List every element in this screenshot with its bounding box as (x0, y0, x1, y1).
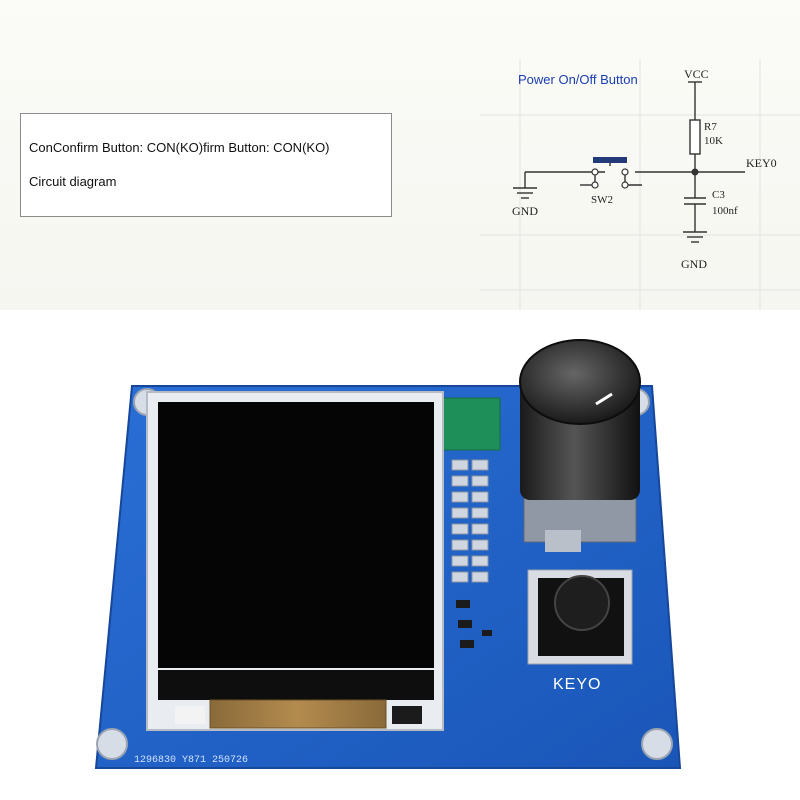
caption-line-1: ConConfirm Button: CON(KO)firm Button: C… (29, 140, 330, 155)
encoder-shaft (545, 530, 581, 552)
switch-ref: SW2 (591, 194, 613, 206)
capacitor-ref: C3 (712, 189, 725, 201)
schematic-wires (513, 81, 745, 243)
gnd-right-label: GND (681, 257, 707, 271)
schematic-grid (480, 60, 800, 310)
fpc-connector-left (175, 706, 205, 724)
resistor-value: 10K (704, 135, 723, 147)
resistor-ref: R7 (704, 121, 717, 133)
knob-top (519, 339, 641, 425)
capacitor-value: 100nf (712, 205, 738, 217)
board-photo: KEYO 1296830 Y871 250726 (94, 339, 682, 769)
silkscreen-code: 1296830 Y871 250726 (134, 755, 248, 766)
flex-cable (209, 699, 387, 729)
schematic-title: Power On/Off Button (518, 72, 638, 87)
mount-hole-bottom-left (96, 728, 128, 760)
header-pins (451, 459, 489, 583)
key0-button[interactable] (554, 575, 610, 631)
button-label: KEYO (553, 676, 601, 693)
switch-contact-bottom-left (591, 181, 599, 189)
junction-dot (691, 168, 699, 176)
gnd-left-label: GND (512, 204, 538, 218)
switch-actuator (593, 157, 627, 163)
net-label-key0: KEY0 (746, 156, 777, 170)
fpc-connector-right (392, 706, 422, 724)
green-connector (439, 397, 501, 451)
lcd-screen (158, 402, 434, 668)
circuit-schematic: Power On/Off Button VCC R (480, 60, 800, 310)
switch-contact-bottom-right (621, 181, 629, 189)
caption-box: ConConfirm Button: CON(KO)firm Button: C… (20, 113, 392, 217)
switch-contact-left (591, 168, 599, 176)
mount-hole-bottom-right (641, 728, 673, 760)
switch-contact-right (621, 168, 629, 176)
knob-indicator (595, 392, 613, 406)
smd-components (456, 600, 492, 648)
vcc-label: VCC (684, 67, 709, 81)
lcd-bezel-bottom (158, 670, 434, 700)
caption-line-2: Circuit diagram (29, 174, 117, 189)
